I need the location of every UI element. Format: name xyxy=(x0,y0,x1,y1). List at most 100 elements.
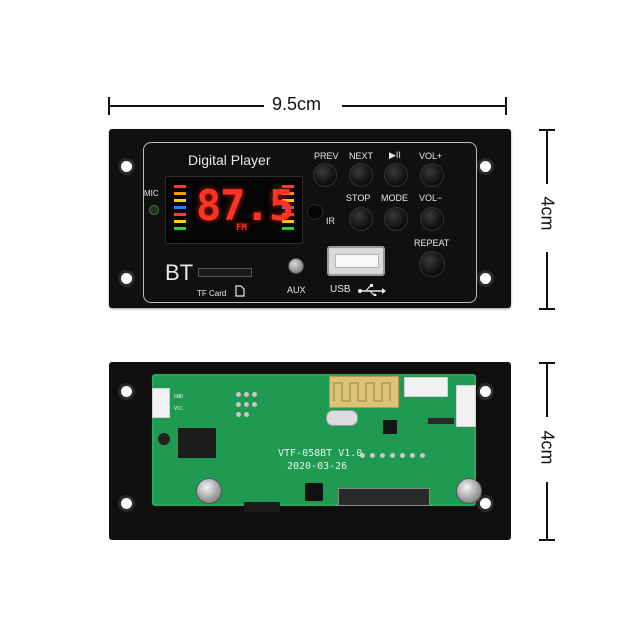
panel-title: Digital Player xyxy=(188,152,271,168)
vu-bar-left xyxy=(174,185,186,188)
width-line-left xyxy=(108,105,264,107)
prev-label: PREV xyxy=(314,151,339,161)
vu-bar-left xyxy=(174,213,186,216)
mounting-hole-bottom-left xyxy=(118,270,135,287)
solder-pad xyxy=(370,453,375,458)
width-tick-right xyxy=(505,97,507,115)
back-mounting-hole-top-left xyxy=(118,383,135,400)
vu-bar-left xyxy=(174,199,186,202)
vu-bar-right xyxy=(282,199,294,202)
mounting-hole-top-left xyxy=(118,158,135,175)
next-label: NEXT xyxy=(349,151,374,161)
frequency-readout: 87.5 xyxy=(196,181,294,230)
back-height-line-top xyxy=(546,362,548,417)
aux-label: AUX xyxy=(287,285,306,295)
vu-bar-right xyxy=(282,227,294,230)
play-pause-button[interactable] xyxy=(384,163,408,187)
board-model: VTF-058BT V1.0 xyxy=(278,448,363,459)
width-label: 9.5cm xyxy=(272,94,322,114)
solder-pad xyxy=(410,453,415,458)
screw-left xyxy=(196,478,222,504)
capacitor xyxy=(158,433,170,445)
repeat-button[interactable] xyxy=(419,251,445,277)
side-connector xyxy=(456,385,476,427)
smd-component xyxy=(428,418,454,424)
back-height-tick-bottom xyxy=(539,539,555,541)
led-display: 87.5 FM xyxy=(165,176,303,244)
prev-button[interactable] xyxy=(313,163,337,187)
usb-port[interactable] xyxy=(327,246,385,276)
front-height-tick-bottom xyxy=(539,308,555,310)
next-button[interactable] xyxy=(349,163,373,187)
usb-label: USB xyxy=(330,284,351,295)
back-height-line-bottom xyxy=(546,482,548,540)
vu-bar-left xyxy=(174,206,186,209)
vol-up-label: VOL+ xyxy=(419,151,443,161)
solder-pad xyxy=(420,453,425,458)
vu-bar-right xyxy=(282,220,294,223)
vu-bar-left xyxy=(174,192,186,195)
solder-pad xyxy=(380,453,385,458)
mounting-hole-top-right xyxy=(477,158,494,175)
bottom-header xyxy=(244,502,280,512)
solder-pad xyxy=(236,412,241,417)
vu-bar-right xyxy=(282,192,294,195)
aux-jack[interactable] xyxy=(288,258,304,274)
tf-card-label: TF Card xyxy=(197,289,227,298)
back-mounting-hole-bottom-left xyxy=(118,495,135,512)
vol-down-label: VOL− xyxy=(419,193,443,203)
solder-pad xyxy=(400,453,405,458)
band-indicator: FM xyxy=(236,223,247,233)
panel-frame xyxy=(143,142,477,303)
vu-bar-left xyxy=(174,220,186,223)
card-reader-back xyxy=(338,488,430,506)
solder-pad xyxy=(236,402,241,407)
bt-label: BT xyxy=(165,260,194,285)
vu-bar-right xyxy=(282,206,294,209)
solder-pad xyxy=(252,402,257,407)
solder-pad xyxy=(360,453,365,458)
power-connector xyxy=(152,388,170,418)
usb-port-tongue xyxy=(335,254,379,268)
gnd-label: GND xyxy=(174,394,184,400)
mic-hole xyxy=(149,205,159,215)
front-height-line-top xyxy=(546,129,548,184)
screw-right xyxy=(456,478,482,504)
sd-card-icon xyxy=(235,285,245,297)
width-line-right xyxy=(342,105,506,107)
stop-label: STOP xyxy=(346,193,371,203)
mic-label: MIC xyxy=(144,189,159,198)
front-height-line-bottom xyxy=(546,252,548,309)
solder-pad xyxy=(236,392,241,397)
stop-button[interactable] xyxy=(349,207,373,231)
regulator-chip xyxy=(178,428,216,458)
vcc-label: VCC xyxy=(174,406,184,412)
solder-pad xyxy=(244,412,249,417)
solder-pad xyxy=(252,392,257,397)
mounting-hole-bottom-right xyxy=(477,270,494,287)
usb-trident-icon xyxy=(358,284,386,296)
mode-button[interactable] xyxy=(384,207,408,231)
vu-bar-right xyxy=(282,185,294,188)
ir-label: IR xyxy=(326,216,335,226)
vol-up-button[interactable] xyxy=(420,163,444,187)
play-pause-icon: ▶II xyxy=(389,150,401,160)
back-height-label: 4cm xyxy=(537,430,558,465)
tf-card-slot[interactable] xyxy=(198,268,252,277)
board-date: 2020-03-26 xyxy=(287,461,348,472)
back-mounting-hole-bottom-right xyxy=(477,495,494,512)
ic-chip xyxy=(383,420,397,434)
ir-receiver xyxy=(307,204,323,220)
vol-down-button[interactable] xyxy=(420,207,444,231)
front-height-label: 4cm xyxy=(537,196,558,231)
repeat-label: REPEAT xyxy=(414,238,450,248)
bluetooth-antenna xyxy=(329,376,399,408)
back-mounting-hole-top-right xyxy=(477,383,494,400)
solder-pad xyxy=(390,453,395,458)
mode-label: MODE xyxy=(381,193,408,203)
top-connector xyxy=(404,377,448,397)
solder-pad xyxy=(244,402,249,407)
vu-bar-right xyxy=(282,213,294,216)
vu-bar-left xyxy=(174,227,186,230)
solder-pad xyxy=(244,392,249,397)
